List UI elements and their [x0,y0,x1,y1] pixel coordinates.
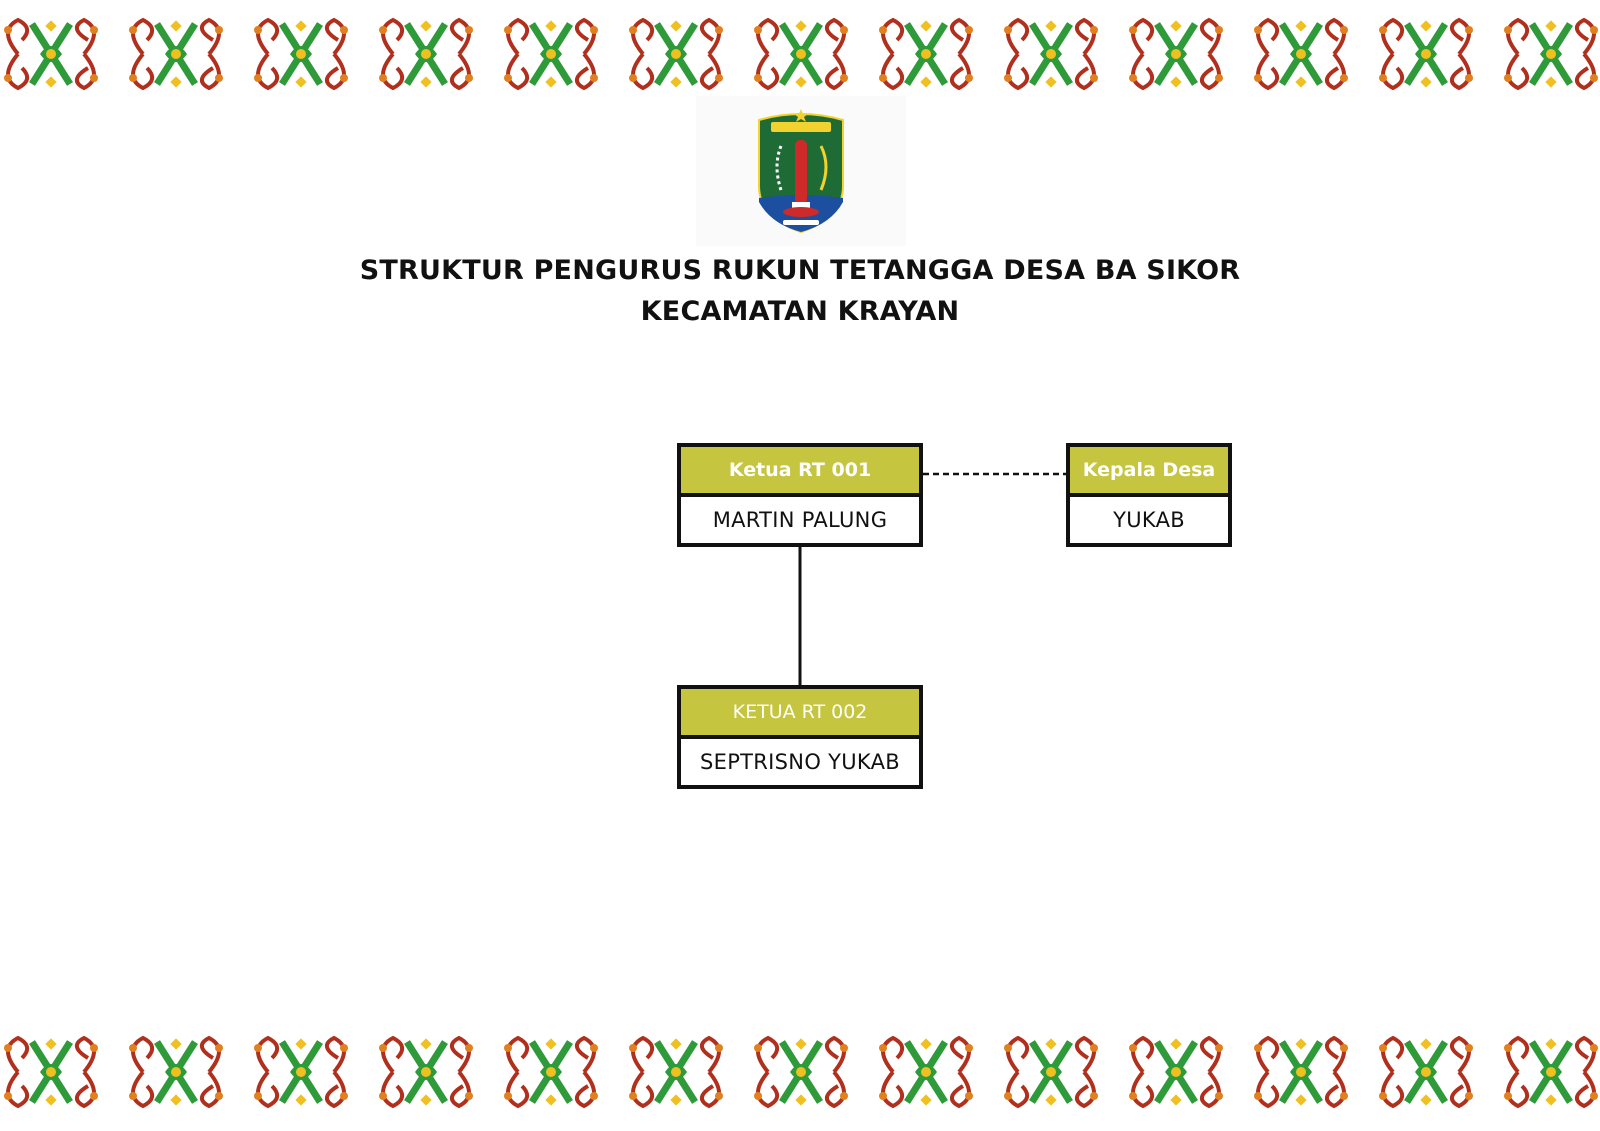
page-subtitle: KECAMATAN KRAYAN [640,296,960,327]
regency-emblem [696,96,906,246]
node-ketua-rt-001: Ketua RT 001 MARTIN PALUNG [677,443,923,547]
node-kepala-desa: Kepala Desa YUKAB [1066,443,1232,547]
ornament-pattern-icon [4,17,1598,91]
shield-emblem-icon [758,109,844,234]
node-person-name: YUKAB [1113,508,1185,532]
page-title: STRUKTUR PENGURUS RUKUN TETANGGA DESA BA… [359,255,1241,286]
ornament-pattern-icon [4,1035,1598,1109]
node-role-label: Ketua RT 001 [681,447,919,497]
ornament-border-top [0,14,1600,94]
node-person-name: MARTIN PALUNG [712,508,888,532]
node-person-name: SEPTRISNO YUKAB [700,750,900,774]
node-role-label: Kepala Desa [1070,447,1228,497]
node-role-label: KETUA RT 002 [681,689,919,739]
node-ketua-rt-002: KETUA RT 002 SEPTRISNO YUKAB [677,685,923,789]
ornament-border-bottom [0,1032,1600,1112]
